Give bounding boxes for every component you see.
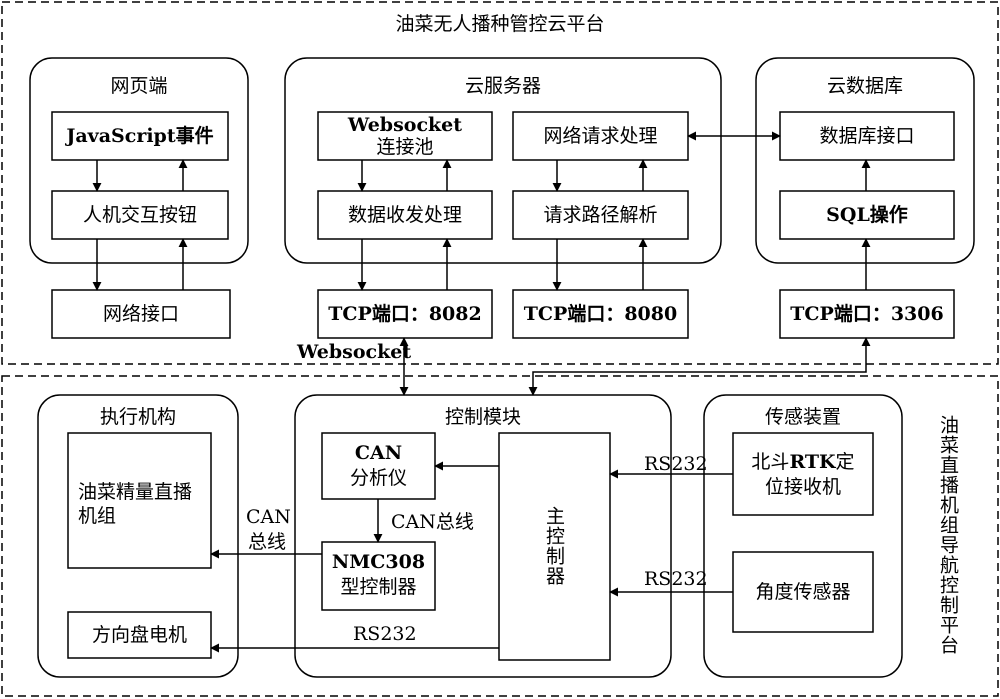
control-module-group — [294, 394, 672, 678]
can-analyzer-label-2: 分析仪 — [349, 467, 407, 489]
nav-platform-boundary — [1, 375, 999, 697]
tcp-8080-label: TCP端口：8080 — [523, 303, 678, 325]
net-interface-label: 网络接口 — [102, 303, 179, 325]
seeder-unit-label-1: 油菜精量直播 — [78, 481, 193, 503]
tcp-8080-box — [512, 289, 689, 339]
data-proc-label: 数据收发处理 — [347, 204, 462, 226]
seeder-unit-label-2: 机组 — [78, 505, 117, 527]
tcp-8082-label: TCP端口：8082 — [328, 303, 482, 325]
can-left-label-2: 总线 — [248, 531, 287, 553]
js-event-label: JavaScript事件 — [66, 125, 214, 147]
ws-pool-label-2: 连接池 — [376, 136, 434, 158]
can-analyzer-box — [321, 432, 436, 500]
db-interface-label: 数据库接口 — [819, 125, 915, 147]
sensor-title: 传感装置 — [764, 406, 841, 428]
sql-op-label: SQL操作 — [826, 204, 908, 226]
websocket-link-label: Websocket — [297, 341, 412, 363]
hci-button-label: 人机交互按钮 — [82, 204, 197, 226]
main-controller-box — [498, 432, 611, 661]
nav-platform-title: 油菜直播机组导航控制平台 — [937, 415, 959, 655]
tcp-3306-label: TCP端口：3306 — [790, 303, 944, 325]
data-proc-box — [317, 190, 493, 240]
net-interface-box — [51, 289, 231, 339]
nmc308-label-1: NMC308 — [331, 551, 426, 573]
rtk-receiver-label-1: 北斗RTK定 — [751, 451, 855, 473]
route-parse-box — [512, 190, 689, 240]
nmc308-label-2: 型控制器 — [340, 576, 417, 598]
actuator-title: 执行机构 — [99, 406, 176, 428]
route-parse-label: 请求路径解析 — [543, 204, 658, 226]
can-analyzer-label-1: CAN — [354, 442, 403, 464]
steering-motor-box — [67, 611, 212, 659]
rtk-receiver-label-2: 位接收机 — [764, 476, 841, 498]
can-bus-label: CAN总线 — [391, 511, 474, 533]
cloud-platform-boundary — [1, 1, 999, 365]
hci-button-box — [51, 190, 229, 240]
web-client-group — [29, 57, 249, 264]
actuator-group — [37, 394, 239, 678]
req-proc-label: 网络请求处理 — [543, 125, 658, 147]
main-controller-label: 主控制器 — [543, 506, 565, 586]
tcp-3306-box — [779, 289, 955, 339]
can-left-label-1: CAN — [246, 506, 291, 528]
cloud-db-title: 云数据库 — [826, 75, 903, 97]
js-event-box — [51, 111, 229, 161]
rs232-bottom-label: RS232 — [353, 623, 417, 645]
cloud-server-title: 云服务器 — [464, 75, 541, 97]
angle-sensor-box — [732, 551, 874, 633]
control-module-title: 控制模块 — [444, 406, 521, 428]
seeder-unit-box — [67, 432, 212, 569]
angle-sensor-label: 角度传感器 — [755, 581, 851, 603]
arrow-db-to-control-link — [528, 337, 871, 396]
cloud-db-group — [755, 57, 975, 264]
rs232-top-label: RS232 — [644, 453, 708, 475]
ws-pool-label-1: Websocket — [347, 114, 463, 136]
cloud-platform-title: 油菜无人播种管控云平台 — [395, 13, 605, 35]
cloud-server-group — [284, 57, 722, 264]
rtk-receiver-box — [732, 432, 874, 516]
nmc308-box — [321, 541, 436, 611]
req-proc-box — [512, 111, 689, 161]
web-client-title: 网页端 — [110, 75, 168, 97]
ws-pool-box — [317, 111, 493, 161]
steering-motor-label: 方向盘电机 — [91, 624, 187, 646]
rs232-mid-label: RS232 — [644, 568, 708, 590]
